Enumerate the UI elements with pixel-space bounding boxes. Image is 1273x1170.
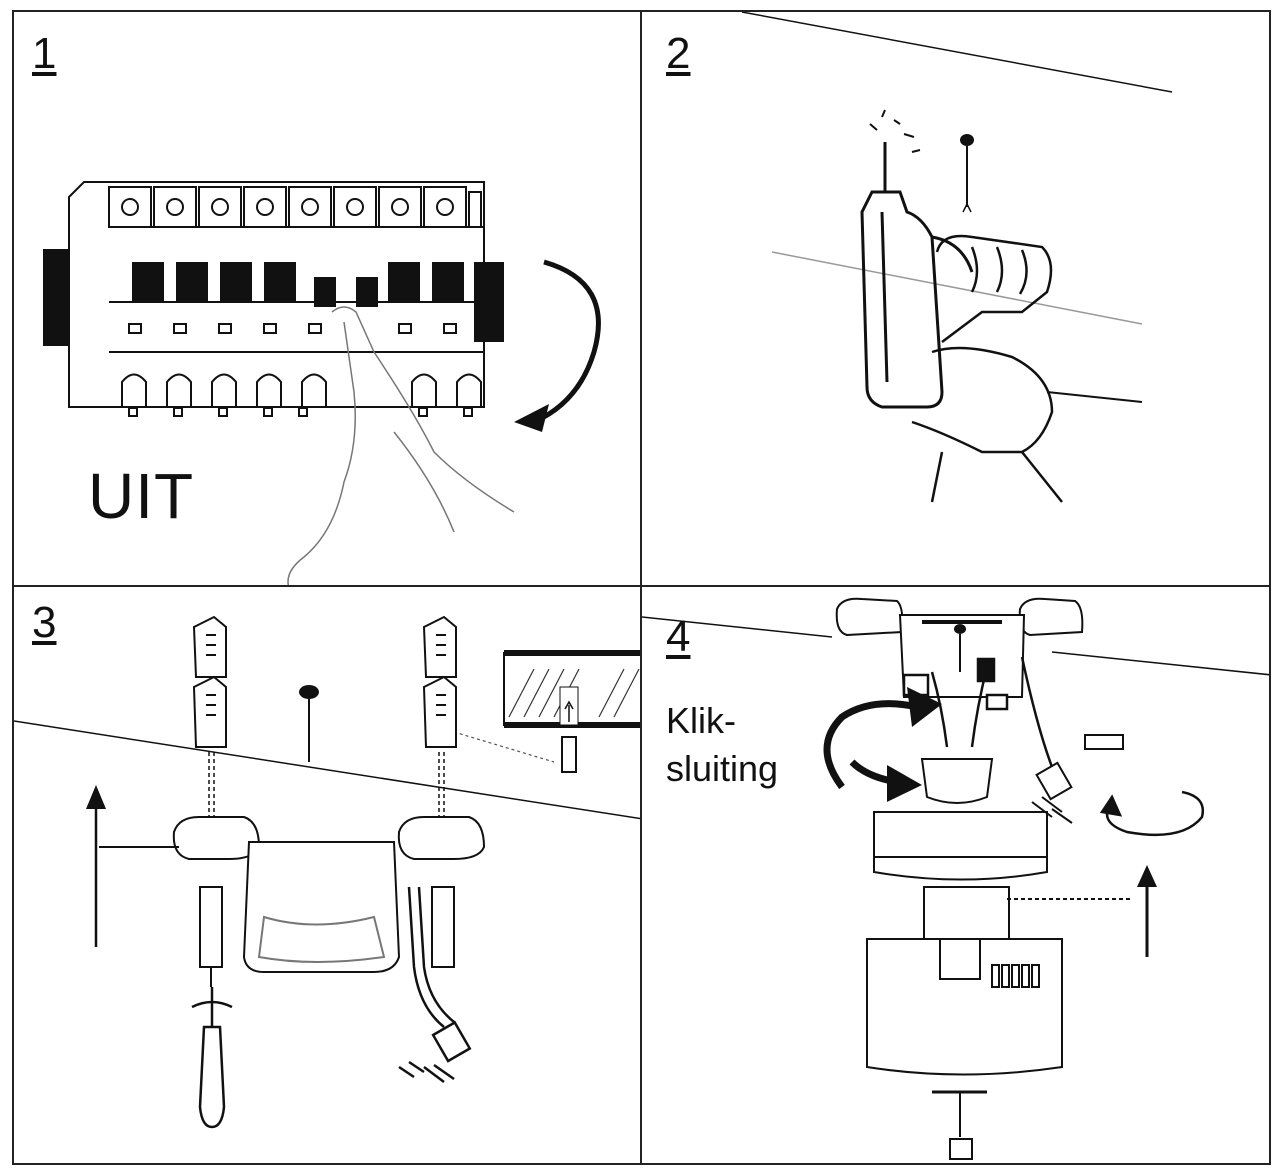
click-lock-label-line2: sluiting [666, 748, 779, 789]
fan-assembly-illustration [642, 597, 1269, 1160]
step-1-panel: 1 [12, 10, 641, 586]
step-number: 3 [32, 598, 57, 647]
wire-connector-icon [1031, 734, 1124, 824]
drilling-illustration [741, 12, 1173, 503]
hand-icon [287, 306, 515, 585]
wall-plug-icon [192, 615, 457, 748]
ceiling-section-icon [453, 650, 640, 773]
drill-icon [860, 142, 1143, 409]
screwdriver-icon [191, 987, 233, 1129]
breaker-toggles [132, 262, 504, 342]
rotation-arrow-icon [1099, 790, 1205, 837]
step-4-panel: 4 Klik- sluiting [641, 586, 1271, 1165]
curved-arrow-icon [532, 259, 601, 425]
screw-icon [954, 624, 966, 672]
hand-icon [911, 234, 1063, 503]
mounting-illustration [14, 615, 640, 1129]
terminal-row [108, 186, 482, 228]
step-2-panel: 2 [641, 10, 1271, 586]
wire-connector-icon [398, 886, 472, 1083]
screw-icon [960, 134, 974, 213]
screw-icon [299, 685, 319, 762]
breaker-panel-illustration [43, 181, 601, 585]
click-lock-label: Klik- sluiting [666, 697, 778, 793]
mounting-bracket-icon [172, 816, 486, 973]
click-lock-label-line1: Klik- [666, 700, 736, 741]
step-3-panel: 3 [12, 586, 641, 1165]
off-label: UIT [88, 460, 195, 532]
step-number: 2 [666, 29, 691, 78]
step-number: 1 [32, 29, 57, 78]
curved-arrow-icon [823, 687, 942, 802]
